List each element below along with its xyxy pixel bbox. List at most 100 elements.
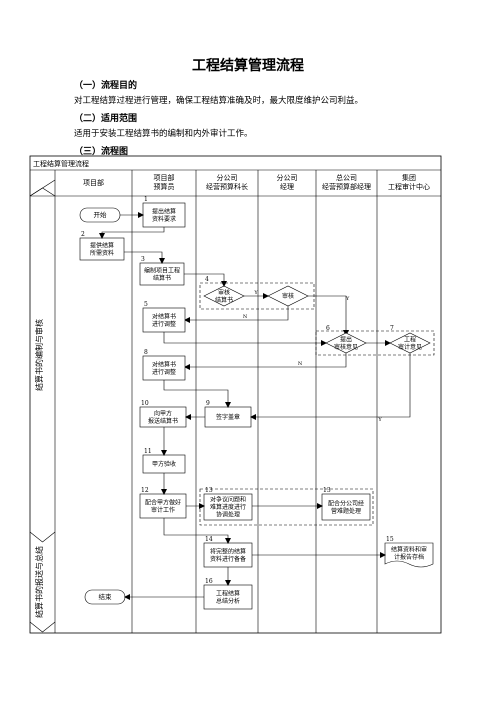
step-2-provide-materials-line: 所需资料 (90, 249, 114, 257)
step-11-client-acceptance-number: 11 (144, 448, 152, 455)
step-14-archive-materials-number: 14 (205, 536, 213, 543)
purpose-text: 对工程结算过程进行管理，确保工程结算准确及时，最大限度维护公司利益。 (74, 96, 364, 106)
lane-header-2: 分公司 (217, 173, 238, 182)
step-1-request-materials-number: 1 (144, 196, 148, 203)
step-13-assist-difficulties-line: 营难题处理 (331, 507, 361, 515)
step-13-coordinate-disputes-line: 对争议问题和 (210, 496, 246, 504)
step-13-coordinate-disputes (203, 493, 253, 521)
step-15-number: 15 (386, 536, 394, 543)
purpose-heading: （一）流程目的 (74, 81, 138, 91)
edge-5-to-6 (163, 332, 327, 346)
lane-header-0: 项目部 (83, 178, 104, 187)
step-2-provide-materials-number: 2 (81, 231, 85, 238)
step-16-summary-analysis-number: 16 (205, 578, 213, 585)
step-1-request-materials-line: 资料要求 (152, 215, 176, 223)
step-12-assist-audit (139, 493, 187, 519)
step-5-adjust-settlement (142, 307, 186, 333)
lane-header-5: 工程审计中心 (388, 182, 430, 191)
flowchart-table (29, 155, 442, 634)
edge-label-yes: Y (345, 296, 350, 302)
edge-label-no: N (298, 361, 303, 367)
edge-3-to-4 (184, 273, 227, 287)
step-13-coordinate-disputes-number: 13 (205, 487, 213, 494)
step-12-assist-audit-line: 配合甲方做好 (145, 498, 181, 506)
step-8-adjust-settlement-line: 进行调整 (152, 368, 176, 376)
phase-chevron-2 (29, 531, 56, 543)
step-11-client-acceptance-line: 甲方验收 (152, 460, 176, 468)
phase-chevron (29, 187, 56, 197)
step-9-sign-seal-number: 9 (206, 400, 210, 407)
step-13-assist-difficulties-line: 配合分公司经 (328, 499, 364, 507)
step-15-document-archive-line: 计报告存档 (394, 553, 424, 561)
phase-label-compile-review: 结算书的编制与审核 (34, 319, 44, 391)
step-14-archive-materials (203, 542, 253, 568)
step-6-review-opinion-line: 审核意见 (334, 343, 358, 351)
step-16-summary-analysis-line: 工程结算 (216, 589, 240, 597)
step-13-coordinate-disputes-line: 协调处理 (216, 511, 240, 519)
step-14-archive-materials-line: 将完整的结算 (210, 547, 246, 555)
step-15-document-archive (384, 542, 434, 568)
edge-label-no: N (243, 314, 248, 320)
step-9-sign-seal-line: 签字盖章 (216, 413, 240, 421)
step-6-review-opinion-line: 提出 (340, 335, 352, 343)
start-terminator-label: 开始 (94, 210, 108, 219)
lane-header-2: 经营预算科长 (206, 182, 248, 191)
step-4-review-diamond-line: 结算书 (215, 296, 233, 304)
step-10-submit-to-client-line: 向甲方 (154, 409, 172, 417)
page-title: 工程结算管理流程 (192, 58, 304, 74)
step-4-manager-review-diamond-line: 审核 (282, 292, 294, 300)
lane-header-1: 项目部 (154, 173, 175, 182)
step-5-adjust-settlement-number: 5 (144, 301, 148, 308)
step-5-adjust-settlement-line: 进行调整 (152, 320, 176, 328)
step-7-audit-opinion (389, 332, 431, 354)
lane-header-4: 总公司 (336, 173, 357, 182)
step-13-coordinate-disputes-line: 难算进度进行 (210, 503, 246, 511)
edge-4b-no-to-5 (184, 306, 289, 323)
step-8-adjust-settlement-number: 8 (144, 349, 148, 356)
step-7-audit-opinion-line: 工程 (404, 335, 416, 343)
lane-header-5: 集团 (402, 173, 416, 182)
step-6-number: 6 (326, 325, 330, 332)
step-5-adjust-settlement-line: 对结算书 (152, 312, 176, 320)
phase-chevron-3 (29, 621, 56, 633)
step-8-adjust-settlement-line: 对结算书 (152, 360, 176, 368)
end-terminator-label: 结束 (99, 592, 113, 601)
edge-1-to-2 (99, 227, 165, 239)
step-16-summary-analysis (203, 584, 253, 610)
step-2-provide-materials-line: 提供结算 (90, 241, 114, 249)
lane-header-3: 分公司 (277, 173, 298, 182)
step-13-assist-difficulties (321, 493, 371, 521)
edge-label-yes: Y (253, 290, 258, 296)
step-3-compile-settlement-number: 3 (141, 256, 145, 263)
step-14-archive-materials-line: 资料进行备备 (210, 555, 246, 563)
step-3-compile-settlement-line: 结算书 (153, 274, 171, 282)
step-4-number: 4 (205, 276, 209, 283)
step-7-number: 7 (390, 325, 394, 332)
edge-12-to-14 (163, 518, 231, 544)
edge-2-to-3 (124, 251, 165, 264)
step-8-adjust-settlement (142, 355, 186, 381)
scope-heading: （二）适用范围 (74, 114, 138, 124)
step-10-submit-to-client-line: 报送结算书 (148, 417, 178, 425)
step-12-assist-audit-number: 12 (141, 487, 149, 494)
step-13-assist-difficulties-number: 13 (323, 487, 331, 494)
edge-7-yes-to-9 (250, 353, 411, 420)
step-7-audit-opinion-line: 审计意见 (398, 343, 422, 351)
step-1-request-materials (142, 202, 186, 228)
edge-4b-yes-to-6 (308, 295, 349, 336)
step-1-request-materials-line: 提出结算 (152, 207, 176, 215)
chart-heading: （三）流程图 (74, 147, 129, 157)
edge-label-yes: Y (377, 417, 382, 423)
step-3-compile-settlement-line: 编制项目工程 (144, 266, 180, 274)
edge-8-to-9 (163, 380, 231, 408)
step-15-document-archive-line: 结算资料和审 (391, 545, 427, 553)
step-12-assist-audit-line: 审计工作 (151, 506, 175, 514)
lane-header-4: 经营预算部经理 (322, 182, 371, 191)
step-10-submit-to-client-number: 10 (141, 400, 149, 407)
phase-label-submit-summary: 结算书的报送与总结 (34, 546, 44, 618)
scope-text: 适用于安装工程结算书的编制和内外审计工作。 (74, 129, 253, 139)
step-4-review-diamond-line: 审核 (218, 288, 230, 296)
lane-header-3: 经理 (280, 182, 294, 191)
table-title: 工程结算管理流程 (33, 159, 89, 168)
